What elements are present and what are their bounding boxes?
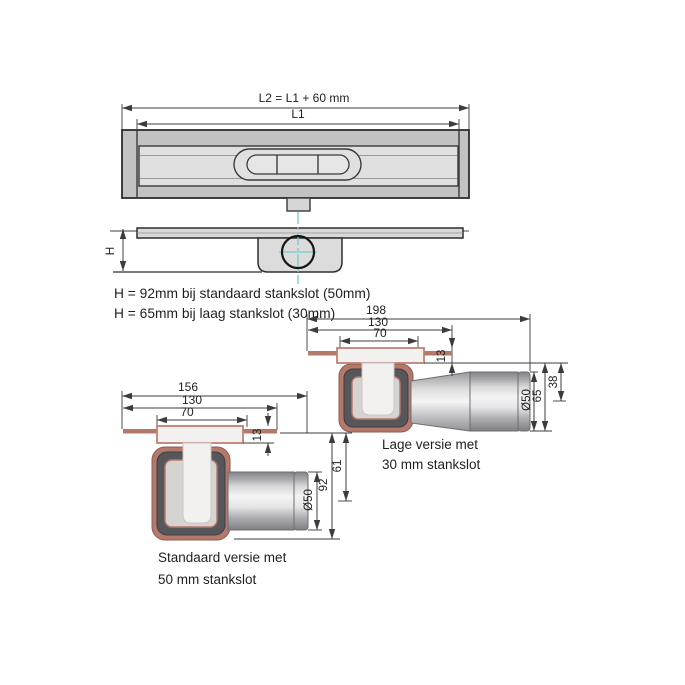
dim-label-d50: Ø50 [303,489,315,511]
dim-label-l1: L1 [291,107,305,121]
low-dimensions-right: Ø50 65 38 [521,363,566,432]
funnel-flange [156,425,244,444]
standard-dim-13: 13 [243,413,274,456]
standard-dimensions-right: 92 61 Ø50 [234,432,352,540]
flange-wing-left [123,429,157,434]
low-dim-13: 13 [424,335,568,376]
flange-wing-left [308,351,337,356]
outlet-circle [280,234,316,270]
grate-oval-inner [246,154,350,175]
plan-dimensions: L2 = L1 + 60 mm L1 [121,91,470,132]
side-view: H [103,212,469,284]
low-version-section: 198 130 70 13 Ø50 [306,303,568,472]
standard-caption-line-2: 50 mm stankslot [158,572,257,587]
funnel-flange [336,347,425,364]
low-caption-line-1: Lage versie met [382,437,478,452]
dim-label-13: 13 [436,350,448,363]
standard-version-section: 156 130 70 13 92 [121,380,352,587]
outlet-pipe [227,471,295,531]
low-caption-line-2: 30 mm stankslot [382,457,481,472]
outlet-cone [410,371,471,432]
outlet-pipe-end [293,471,309,531]
dim-label-198: 198 [366,303,386,317]
note-line-2: H = 65mm bij laag stankslot (30mm) [114,306,335,321]
dim-label-130: 130 [182,393,202,407]
funnel-tube [182,442,212,524]
outlet-tab [286,197,311,212]
dim-label-70: 70 [180,405,194,419]
dim-h: H [103,229,127,271]
standard-caption-line-1: Standaard versie met [158,550,287,565]
flange-wing-right [243,429,277,434]
trap-housing-profile [257,237,343,273]
dim-label-38: 38 [548,376,560,389]
dim-label-d50: Ø50 [521,389,533,411]
plan-view: L2 = L1 + 60 mm L1 [121,91,470,212]
dim-label-l2: L2 = L1 + 60 mm [259,91,350,105]
dim-label-13: 13 [252,429,264,442]
low-dimensions-top: 198 130 70 [306,303,531,377]
dim-label-61: 61 [332,460,344,473]
note-line-1: H = 92mm bij standaard stankslot (50mm) [114,286,371,301]
dim-label-65: 65 [532,390,544,403]
standard-dimensions-top: 156 130 70 [121,380,308,433]
funnel-tube [361,362,395,416]
outlet-pipe [469,371,519,432]
dim-label-70: 70 [373,326,387,340]
notes-block: H = 92mm bij standaard stankslot (50mm) … [114,286,371,321]
dim-label-156: 156 [178,380,198,394]
flange-wing-right [424,351,452,356]
dim-label-92: 92 [318,479,330,492]
dim-label-130: 130 [368,315,388,329]
dim-label-h: H [103,247,117,256]
outlet-pipe-end [517,371,531,432]
